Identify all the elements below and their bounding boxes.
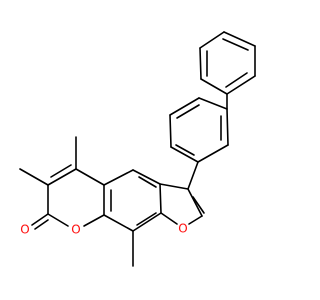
bond [226,108,229,146]
pyranone-ring [31,164,105,230]
bond [175,144,195,156]
bond [75,168,105,186]
bond [31,213,49,226]
bond [223,31,256,47]
molecule-structure-drawing: O O O [19,31,256,267]
bond [187,161,199,190]
bond [132,212,162,232]
bond [159,183,189,190]
methyl-substituents [19,136,134,267]
molecule-canvas: O O O [19,31,256,267]
bond [225,72,248,88]
bond [197,144,229,163]
biphenyl-inner-phenyl-ring [169,93,229,163]
bond [34,219,49,230]
bond [199,47,202,80]
central-benzene-ring [103,169,162,232]
bond [159,183,162,214]
furan-ring-oxygen-label: O [178,222,187,236]
bond [50,164,72,178]
bond [192,196,205,214]
bond [47,213,69,227]
bond [47,168,77,186]
bond [188,215,203,225]
bond [19,168,49,186]
pyranone-ring-oxygen-label: O [71,223,80,237]
bond [222,38,249,51]
bond [198,97,228,110]
bond [169,97,200,116]
bond [170,146,199,163]
bond [103,169,134,186]
bond [132,169,161,185]
biphenyl-terminal-phenyl-ring [199,31,256,95]
bond [200,78,228,95]
furan-ring [159,161,205,225]
bond [136,212,157,226]
bond [160,212,178,225]
bond [103,214,134,232]
bond [83,214,105,227]
ketone-oxygen-label: O [20,223,29,237]
bond [226,75,256,95]
bond [199,31,225,49]
bond [138,176,157,188]
bond [187,188,203,217]
bond [176,104,200,119]
bond [169,114,172,148]
